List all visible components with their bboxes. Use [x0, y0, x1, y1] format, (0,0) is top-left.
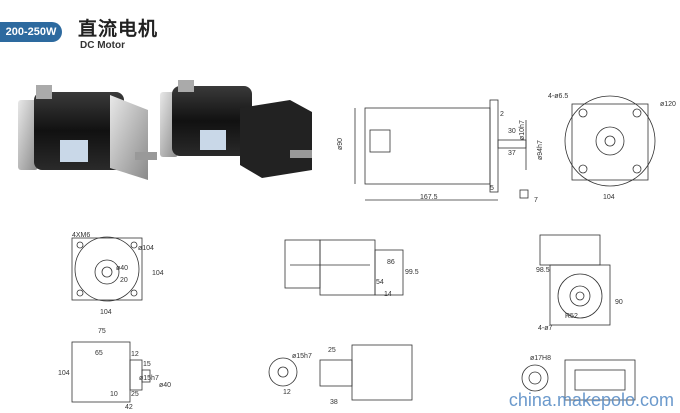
svg-text:ø15h7: ø15h7 [139, 375, 159, 382]
svg-text:104: 104 [152, 270, 164, 277]
drawing-main-dims: ø90 167.5 2 30 ø10h7 37 ø94h7 5 7 4-ø6.5… [337, 93, 676, 204]
motor-photo-1 [18, 85, 157, 180]
svg-text:ø10h7: ø10h7 [519, 120, 526, 140]
svg-text:104: 104 [100, 309, 112, 316]
svg-text:54: 54 [376, 279, 384, 286]
svg-text:10: 10 [110, 391, 118, 398]
svg-text:4XM6: 4XM6 [72, 232, 90, 239]
svg-text:ø120: ø120 [660, 101, 676, 108]
drawing-hub-dims: ø17H8 [530, 355, 551, 362]
svg-text:75: 75 [98, 328, 106, 335]
svg-text:20: 20 [120, 277, 128, 284]
svg-text:2: 2 [500, 111, 504, 118]
drawing-hub [521, 359, 636, 401]
svg-text:ø17H8: ø17H8 [530, 355, 551, 362]
svg-text:15: 15 [143, 361, 151, 368]
svg-text:12: 12 [131, 351, 139, 358]
drawing-gear-side-dims: 86 99.5 54 14 [376, 259, 419, 298]
drawing-main-side [354, 95, 656, 201]
svg-text:37: 37 [508, 150, 516, 157]
drawing-shaft [268, 344, 413, 401]
watermark: china.makepolo.com [508, 390, 674, 410]
svg-text:65: 65 [95, 350, 103, 357]
svg-text:25: 25 [131, 391, 139, 398]
svg-text:25: 25 [328, 347, 336, 354]
svg-text:90: 90 [615, 299, 623, 306]
svg-text:4-ø7: 4-ø7 [538, 325, 553, 332]
drawing-small-box-dims: 75 65 12 15 ø15h7 ø40 104 10 25 42 [58, 328, 171, 411]
svg-text:104: 104 [58, 370, 70, 377]
motor-photo-2 [160, 80, 312, 178]
svg-text:ø40: ø40 [116, 265, 128, 272]
drawing-gear-side [284, 239, 404, 296]
drawing-gear-front [539, 234, 611, 326]
svg-text:86: 86 [387, 259, 395, 266]
svg-text:ø104: ø104 [138, 245, 154, 252]
svg-text:ø90: ø90 [337, 138, 344, 150]
power-badge: 200-250W [0, 22, 62, 42]
svg-text:104: 104 [603, 194, 615, 201]
page-subtitle: DC Motor [80, 40, 125, 51]
drawing-shaft-dims: ø15h7 25 12 38 [283, 347, 338, 406]
svg-text:ø15h7: ø15h7 [292, 353, 312, 360]
svg-text:12: 12 [283, 389, 291, 396]
svg-text:30: 30 [508, 128, 516, 135]
drawing-front-view [71, 236, 143, 302]
svg-text:14: 14 [384, 291, 392, 298]
drawing-gear-front-dims: 98.5 90 R52 4-ø7 [536, 267, 623, 332]
svg-text:7: 7 [534, 197, 538, 204]
svg-text:R52: R52 [565, 313, 578, 320]
svg-text:38: 38 [330, 399, 338, 406]
svg-text:42: 42 [125, 404, 133, 411]
svg-text:ø40: ø40 [159, 382, 171, 389]
svg-text:98.5: 98.5 [536, 267, 550, 274]
svg-text:167.5: 167.5 [420, 194, 438, 201]
svg-text:4-ø6.5: 4-ø6.5 [548, 93, 568, 100]
drawing-small-box [71, 341, 151, 403]
page-title: 直流电机 [78, 18, 159, 40]
svg-text:5: 5 [490, 185, 494, 192]
svg-text:99.5: 99.5 [405, 269, 419, 276]
drawing-front-dims: 4XM6 ø104 ø40 20 104 104 [72, 232, 164, 316]
svg-text:ø94h7: ø94h7 [537, 140, 544, 160]
